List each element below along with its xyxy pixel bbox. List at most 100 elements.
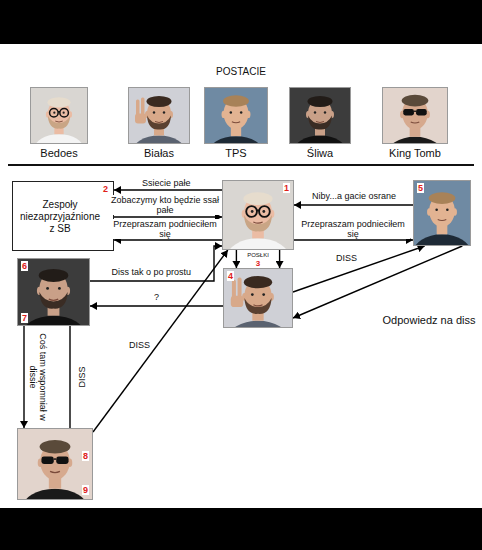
hair (39, 269, 69, 282)
callout-number: 2 (102, 184, 109, 194)
sunglasses (403, 109, 414, 115)
glasses (246, 206, 257, 217)
small-note: POSŁKI (247, 252, 269, 259)
portrait-node: 5 (413, 180, 471, 246)
hand (231, 296, 243, 307)
photo-background (129, 88, 189, 143)
portrait-illustration (18, 259, 89, 325)
portrait-illustration (18, 429, 92, 499)
person-name: King Tomb (389, 147, 441, 160)
shirt (227, 321, 288, 327)
arrow-connector (236, 250, 237, 268)
hand (141, 98, 145, 116)
shirt (227, 238, 290, 249)
eye (153, 111, 155, 113)
edge-label: Diss tak o po prostu (109, 267, 193, 277)
arrow-connector (293, 246, 425, 292)
portrait-illustration (31, 88, 87, 143)
arrow-connector (293, 246, 462, 318)
shirt (414, 234, 470, 245)
person-name: Bedoes (40, 147, 77, 160)
text-box: Zespoły niezaprzyjaźnione z SB2 (12, 181, 114, 251)
glasses (259, 206, 270, 217)
portrait-node: Bedoes (30, 87, 88, 144)
arrow-connector (114, 216, 222, 217)
mouth (253, 305, 262, 306)
photo-background (205, 88, 267, 143)
portrait-node: Śliwa (289, 87, 351, 144)
beard (244, 298, 271, 314)
photo-background (224, 269, 292, 327)
separator-line (8, 164, 474, 166)
shirt (132, 136, 186, 144)
portrait-node: TPS (204, 87, 268, 144)
arrow-connector (93, 250, 228, 432)
arrow-connector (90, 305, 223, 306)
edge-label: ? (151, 292, 161, 302)
hand (232, 280, 236, 298)
mouth (253, 222, 262, 223)
eye (230, 111, 232, 113)
eye (53, 112, 55, 114)
callout-number: 8 (82, 451, 89, 461)
callout-number: 3 (256, 259, 260, 268)
arrow-connector (294, 239, 413, 240)
sunglasses (41, 457, 53, 464)
edge-label: Ssiecie pałe (140, 178, 193, 188)
edge-label: Przepraszam podnieciłem się (109, 219, 221, 239)
eye (251, 293, 254, 296)
sunglasses (416, 109, 427, 115)
shirt (22, 489, 89, 499)
hair (243, 192, 272, 205)
callout-number: 9 (82, 485, 89, 495)
edge-label: Przepraszam podnieciłem się (296, 219, 410, 239)
photo-background (290, 88, 350, 143)
hair (47, 97, 70, 107)
arrow-connector (114, 239, 222, 240)
hair (308, 96, 333, 107)
photo-background (18, 429, 92, 499)
portrait-illustration (129, 88, 189, 143)
glasses-bridge (414, 111, 416, 112)
mouth (49, 299, 58, 300)
beard (39, 292, 67, 309)
beard (308, 116, 332, 130)
eye (58, 287, 61, 290)
eye (446, 209, 449, 212)
arrow-connector (114, 189, 222, 190)
eye (240, 111, 242, 113)
beard (48, 116, 70, 129)
arrow-connector (23, 326, 24, 428)
hair (402, 95, 429, 107)
portrait-illustration (383, 88, 447, 143)
eye (435, 209, 438, 212)
mouth (232, 122, 240, 123)
box-text: Zespoły niezaprzyjaźnione z SB (19, 199, 101, 235)
portrait-node: 89 (17, 428, 93, 500)
mouth (50, 471, 60, 472)
mouth (438, 219, 447, 220)
sunglasses (56, 457, 68, 464)
mouth (155, 122, 163, 123)
eye (63, 112, 65, 114)
arrow-connector (90, 246, 222, 281)
portrait-illustration (224, 269, 292, 327)
edge-label: DISS (77, 364, 87, 390)
callout-number: 6 (21, 261, 28, 271)
mouth (411, 122, 420, 123)
hand (136, 100, 140, 116)
hand (238, 278, 242, 298)
callout-number: 1 (283, 183, 290, 193)
callout-number: 7 (21, 313, 28, 323)
glasses-bridge (257, 210, 259, 212)
mouth (316, 122, 324, 123)
arrow-connector (279, 250, 280, 268)
shirt (293, 136, 347, 144)
arrow-connector (294, 204, 413, 205)
eye (163, 111, 165, 113)
shirt (22, 316, 86, 325)
portrait-node: Białas (128, 87, 190, 144)
portrait-node: 4 (223, 268, 293, 328)
mouth (55, 121, 62, 123)
